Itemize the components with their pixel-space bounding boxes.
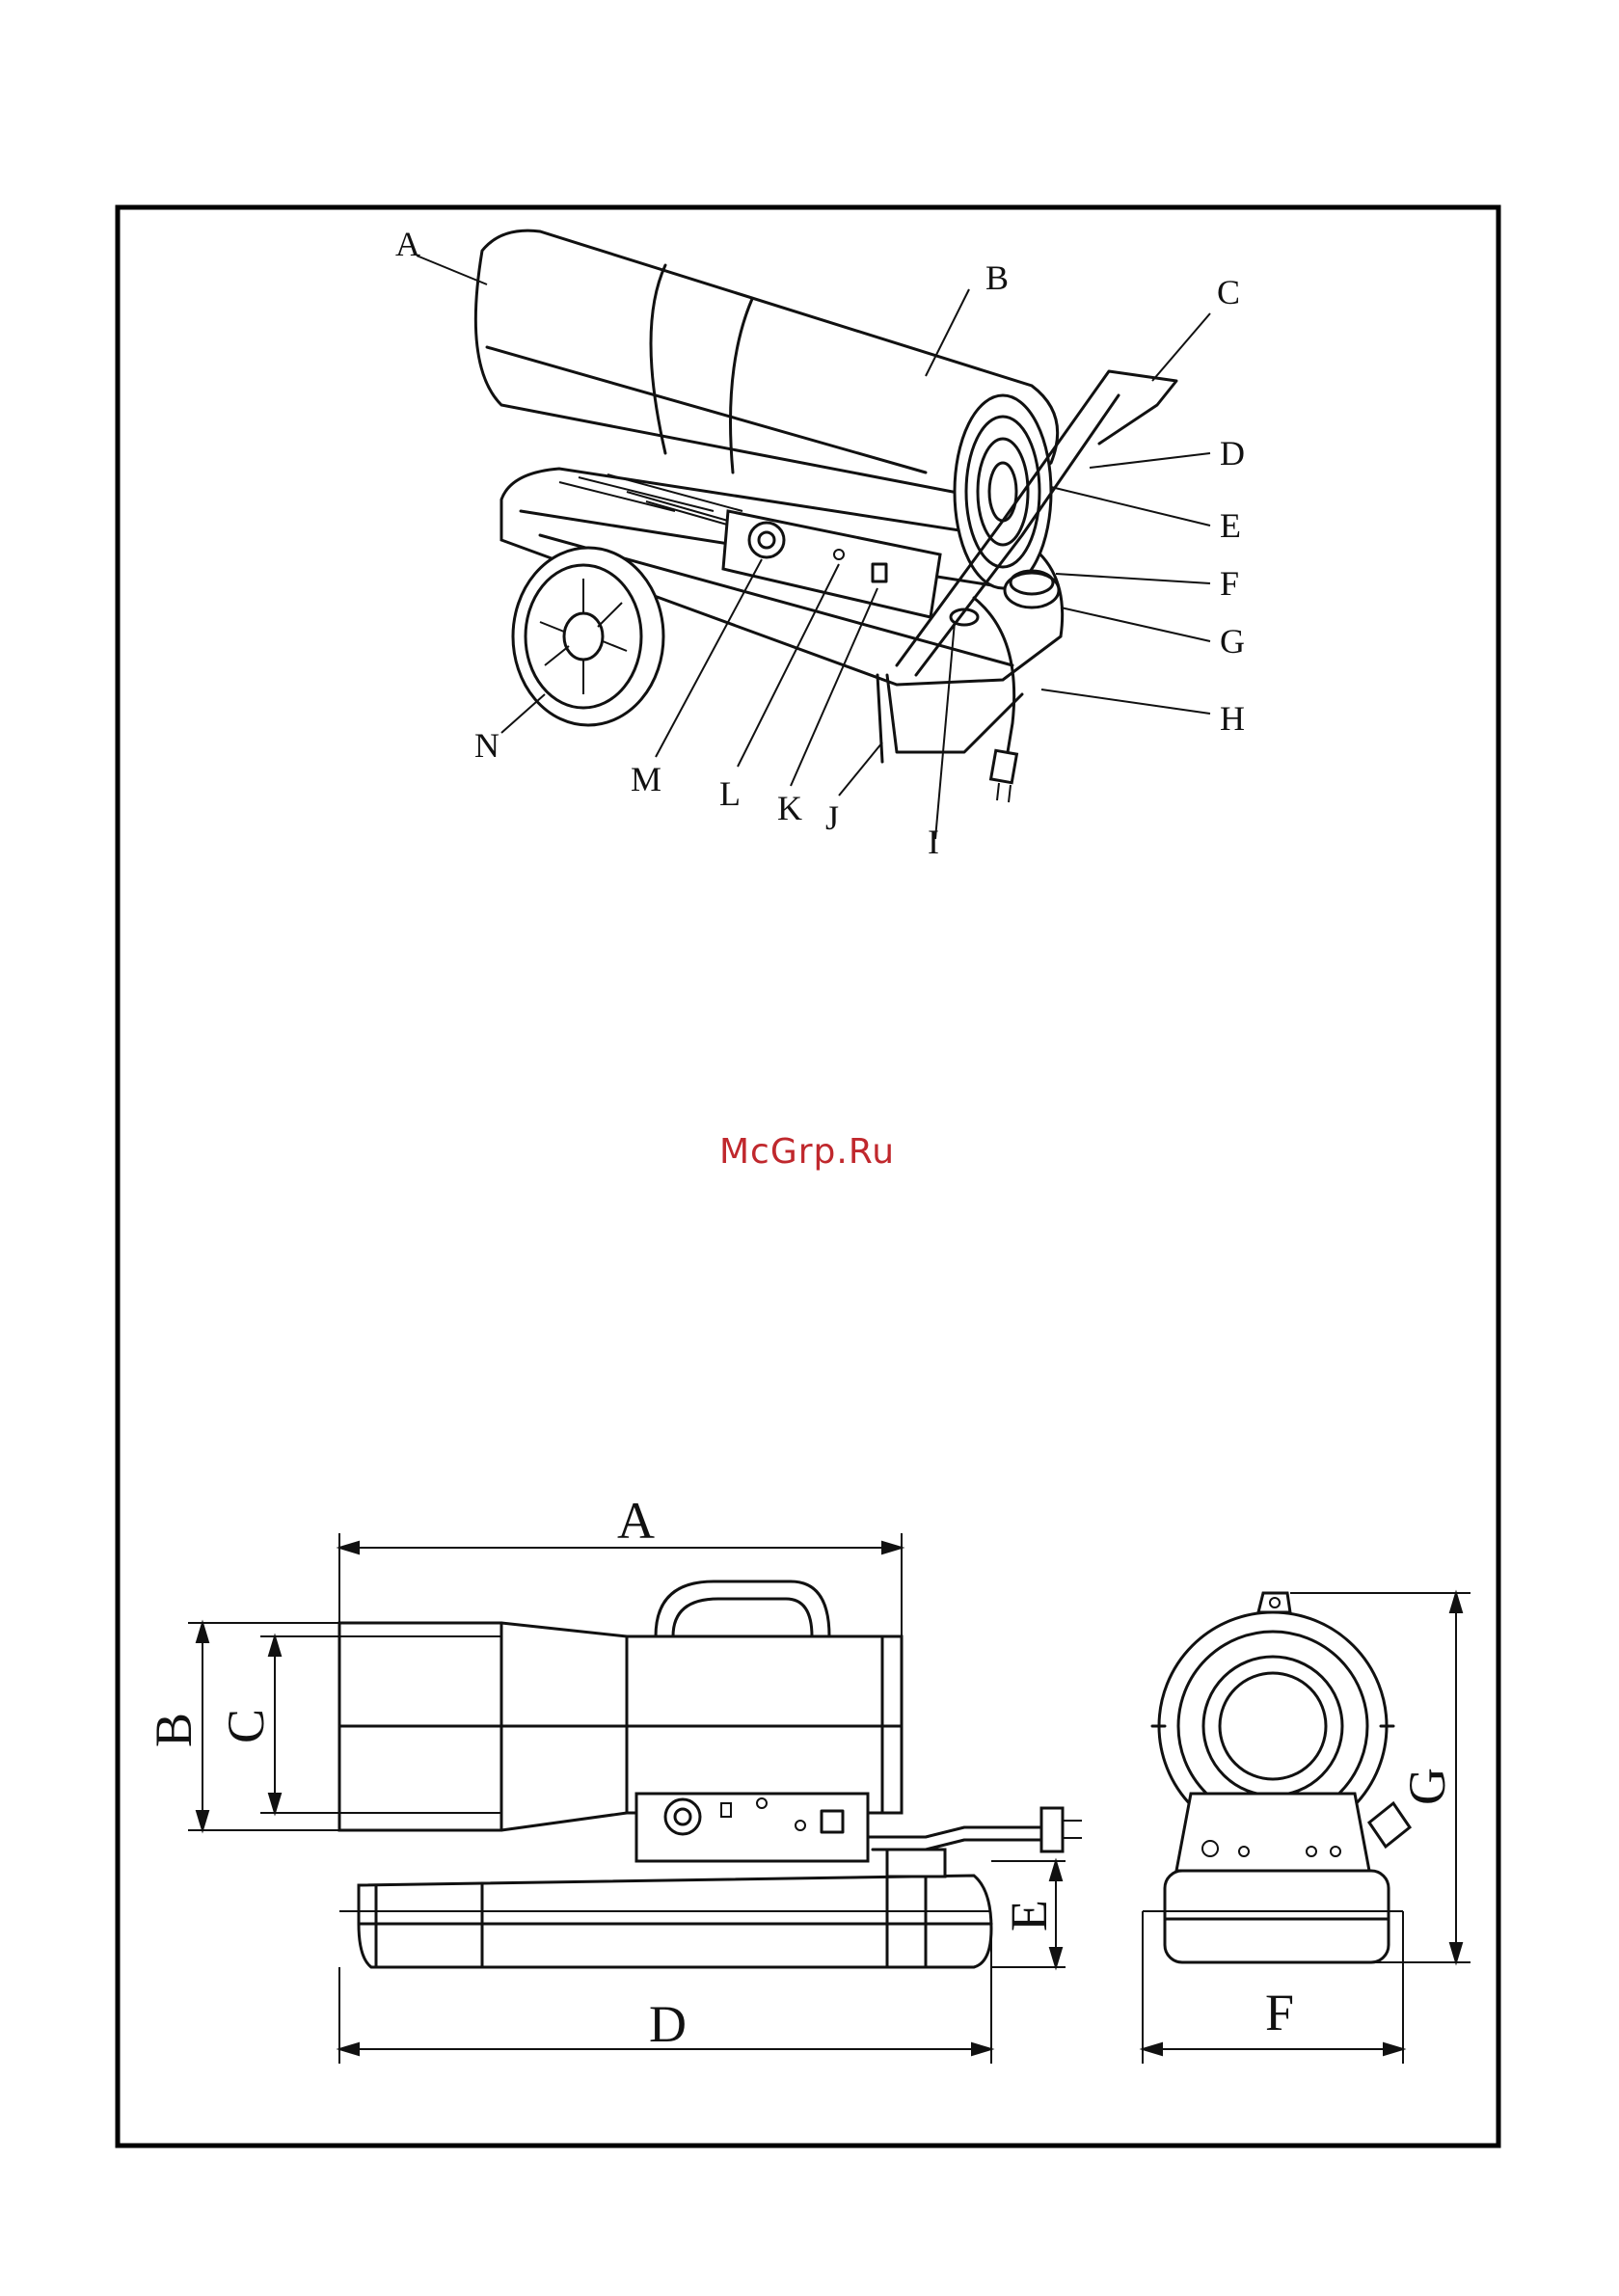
callout-m: M: [631, 760, 661, 798]
callout-f: F: [1220, 564, 1239, 603]
dim-label-c: C: [217, 1709, 275, 1743]
dim-label-b: B: [145, 1713, 202, 1747]
callout-k: K: [777, 789, 802, 827]
front-view: [1152, 1593, 1410, 1962]
callout-l: L: [719, 774, 741, 813]
callout-b: B: [985, 258, 1009, 297]
callout-i: I: [928, 823, 939, 861]
dim-label-g: G: [1398, 1768, 1456, 1805]
perspective-view: [475, 230, 1176, 802]
callout-g: G: [1220, 622, 1245, 661]
callout-h: H: [1220, 699, 1245, 738]
dim-label-d: D: [649, 1995, 687, 2053]
callout-j: J: [825, 798, 839, 837]
dim-label-e: E: [1000, 1900, 1058, 1931]
watermark: McGrp.Ru: [719, 1132, 895, 1172]
side-view: [339, 1581, 1082, 1967]
callout-n: N: [474, 726, 499, 765]
dim-label-a: A: [617, 1492, 655, 1550]
dim-label-f: F: [1265, 1984, 1294, 2041]
callout-d: D: [1220, 434, 1245, 473]
callout-a: A: [395, 225, 420, 263]
callout-c: C: [1217, 273, 1240, 311]
callout-e: E: [1220, 506, 1241, 545]
